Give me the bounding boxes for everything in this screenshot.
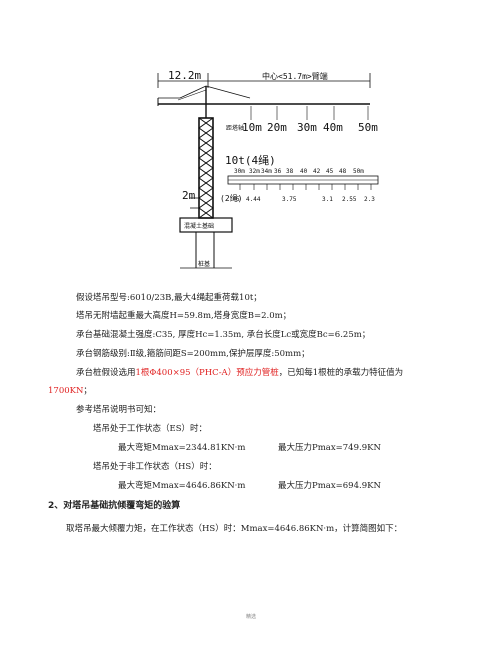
param-line-1: 假设塔吊型号:6010/23B,最大4绳起重荷载10t； xyxy=(76,293,262,303)
nonwork-state-moment: 最大弯矩Mmax=4646.86KN·m xyxy=(118,481,246,491)
nonwork-state-title: 塔吊处于非工作状态（HS）时： xyxy=(93,462,217,472)
dist-tick-50: 50m xyxy=(358,121,378,134)
manual-reference: 参考塔吊说明书可知： xyxy=(76,405,162,415)
tower-crane-svg: 12.2m 中心<51.7m>臂端 距塔轴 10m 20m 30m 40m 50… xyxy=(157,69,379,269)
radius-45: 45 xyxy=(326,168,334,175)
height-label: 2m xyxy=(182,189,196,202)
radius-48: 48 xyxy=(339,168,347,175)
param-line-4: 承台钢筋级别:Ⅱ级,箍筋间距S=200mm,保护层厚度:50mm； xyxy=(76,349,310,359)
base-label: 混凝土基础 xyxy=(184,222,214,230)
dist-tick-30: 30m xyxy=(297,121,317,134)
page-footer: 精选 xyxy=(245,614,256,620)
section-heading: 2、对塔吊基础抗倾覆弯矩的验算 xyxy=(48,501,181,511)
nonwork-state-force: 最大压力Pmax=694.9KN xyxy=(278,481,381,491)
load-255: 2.55 xyxy=(342,196,357,203)
radius-40: 40 xyxy=(300,168,308,175)
dist-tick-20: 20m xyxy=(267,121,287,134)
jib-length-label: 12.2m xyxy=(168,69,201,82)
load-444: 4.44 xyxy=(246,196,261,203)
radius-38: 38 xyxy=(286,168,294,175)
work-state-moment: 最大弯矩Mmax=2344.81KN·m xyxy=(118,443,246,453)
distance-prefix: 距塔轴 xyxy=(226,124,244,132)
section-text: 取塔吊最大倾覆力矩，在工作状态（HS）时：Mmax=4646.86KN·m，计算… xyxy=(66,524,403,534)
param-line-3: 承台基础混凝土强度:C35, 厚度Hc=1.35m, 承台长度Lc或宽度Bc=6… xyxy=(76,330,371,340)
pile-suffix: ，已知每1根桩的承载力特征值为 xyxy=(278,368,404,378)
radius-36: 36 xyxy=(274,168,282,175)
param-line-2: 塔吊无附墙起重最大高度H=59.8m,塔身宽度B=2.0m； xyxy=(76,311,292,321)
param-line-6: 1700KN； xyxy=(48,386,92,397)
dist-tick-10: 10m xyxy=(242,121,262,134)
radius-34: 34m xyxy=(261,168,272,175)
concrete-base xyxy=(179,217,233,233)
work-state-force: 最大压力Pmax=749.9KN xyxy=(278,443,381,453)
param-line-5: 承台桩假设选用1根Φ400×95（PHC-A）预应力管桩，已知每1根桩的承载力特… xyxy=(76,368,403,379)
load-375: 3.75 xyxy=(282,196,297,203)
capacity-small-label: (2绳) xyxy=(220,193,242,203)
radius-30: 30m xyxy=(234,168,245,175)
pile-capacity-suffix: ； xyxy=(83,386,92,396)
pile-spec: 1根Φ400×95（PHC-A）预应力管桩 xyxy=(135,368,279,378)
radius-32: 32m xyxy=(249,168,260,175)
pile-capacity: 1700KN xyxy=(48,386,84,396)
radius-42: 42 xyxy=(313,168,321,175)
pile-prefix: 承台桩假设选用 xyxy=(76,368,136,378)
tower-mast xyxy=(198,117,214,219)
radius-50: 50m xyxy=(353,168,364,175)
load-31: 3.1 xyxy=(322,196,333,203)
capacity-label: 10t(4绳) xyxy=(225,153,276,167)
load-23: 2.3 xyxy=(364,196,375,203)
load-5: 5 xyxy=(236,196,240,203)
tower-crane-diagram: 12.2m 中心<51.7m>臂端 距塔轴 10m 20m 30m 40m 50… xyxy=(150,68,380,278)
work-state-title: 塔吊处于工作状态（ES）时： xyxy=(93,424,208,434)
pile-label: 桩基 xyxy=(198,260,210,268)
dist-tick-40: 40m xyxy=(323,121,343,134)
jib-center-label: 中心<51.7m>臂端 xyxy=(262,71,328,81)
